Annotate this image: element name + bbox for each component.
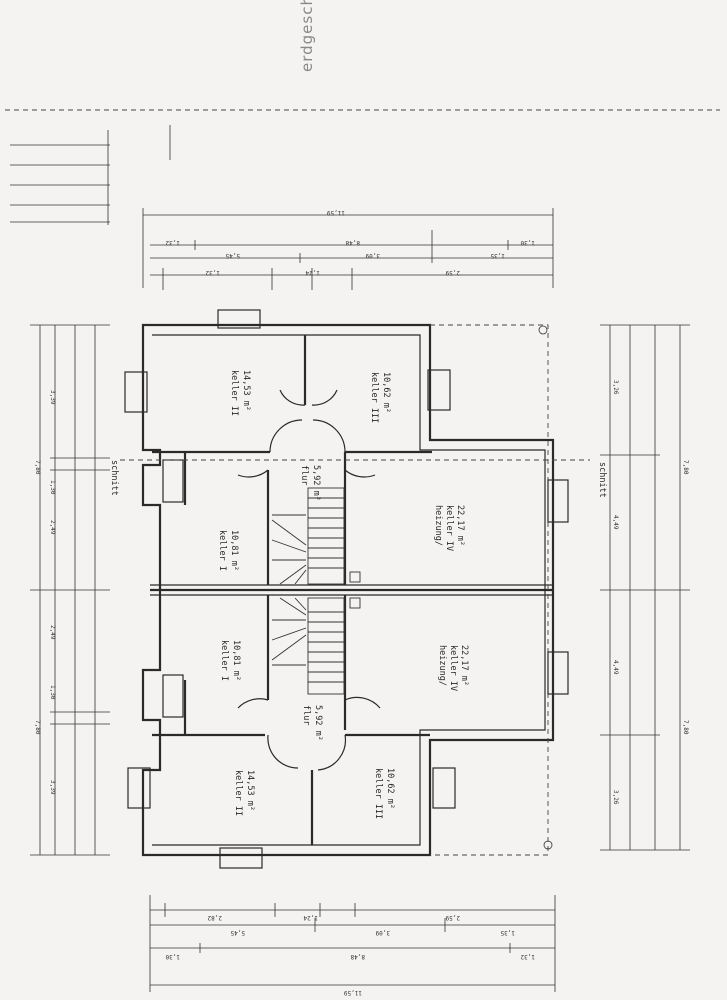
room-flur-bottom: flur 5,92 m² — [301, 705, 323, 741]
terrace-outline — [430, 324, 549, 856]
dim-top-small-1: 1,32 — [205, 269, 220, 276]
room-keller-iii-top: keller III 10,62 m² — [369, 372, 391, 423]
room-name: keller III — [373, 768, 383, 819]
room-name-1: heizung/ — [437, 645, 447, 686]
room-flur-top: flur 5,92 m² — [299, 465, 321, 501]
room-area: 22,17 m² — [459, 645, 469, 686]
right-dimensions: 7,80 7,80 3,26 4,49 4,49 3,26 — [600, 324, 690, 851]
room-name-2: keller IV — [444, 505, 454, 551]
room-area: 14,53 m² — [241, 370, 251, 411]
room-name-1: heizung/ — [433, 505, 443, 546]
dim-right-part-4: 3,26 — [612, 790, 619, 805]
downpipe-top — [538, 325, 548, 335]
section-label-right: schnitt — [597, 462, 607, 498]
dim-bottom-mid-2: 8,48 — [350, 953, 365, 960]
dim-top-inner-3: 1,35 — [490, 252, 505, 259]
room-name: keller II — [229, 370, 239, 416]
windows — [124, 309, 569, 869]
room-area: 10,81 m² — [229, 530, 239, 571]
room-area: 5,92 m² — [311, 465, 321, 501]
dim-top-small-3: 1,24 — [305, 269, 320, 276]
door-swings — [237, 389, 381, 771]
room-area: 14,53 m² — [245, 770, 255, 811]
room-area: 22,17 m² — [455, 505, 465, 546]
room-keller-ii-bottom: keller II 14,53 m² — [233, 770, 255, 816]
dim-bottom-total: 11,59 — [344, 989, 362, 996]
dim-bottom-inner-2: 3,09 — [375, 929, 390, 936]
plan-title: erdgeschoß — [298, 0, 316, 72]
room-keller-iii-bottom: keller III 10,62 m² — [373, 768, 395, 819]
dim-bottom-mid-1: 1,30 — [165, 953, 180, 960]
room-labels: keller II 14,53 m² keller III 10,62 m² f… — [217, 370, 469, 819]
room-name: keller II — [233, 770, 243, 816]
dim-left-part-3: 2,49 — [49, 520, 56, 535]
room-area: 10,81 m² — [231, 640, 241, 681]
room-name: flur — [301, 705, 311, 725]
room-heizung-top: heizung/ keller IV 22,17 m² — [433, 505, 465, 551]
bottom-dimensions: 11,59 1,30 8,48 1,32 5,45 3,09 1,35 2,82… — [149, 895, 556, 996]
section-label-left: schnitt — [109, 460, 119, 496]
room-area: 10,62 m² — [381, 372, 391, 413]
dim-bottom-small-2: 1,24 — [303, 914, 318, 921]
room-name: keller III — [369, 372, 379, 423]
room-area: 5,92 m² — [313, 705, 323, 741]
dim-top-mid-1: 1,32 — [165, 239, 180, 246]
dim-bottom-small-3: 2,59 — [445, 914, 460, 921]
dim-top-inner-2: 3,09 — [365, 252, 380, 259]
dim-top-mid-2: 8,48 — [345, 239, 360, 246]
top-left-dimension-fragments — [10, 125, 171, 225]
room-keller-i-top: keller I 10,81 m² — [217, 530, 239, 571]
room-name: keller I — [219, 640, 229, 681]
dim-right-part-1: 3,26 — [612, 380, 619, 395]
room-area: 10,62 m² — [385, 768, 395, 809]
dim-right-total-2: 7,80 — [682, 720, 689, 735]
dim-top-inner-1: 5,45 — [225, 252, 240, 259]
dim-top-small-2: 2,59 — [445, 269, 460, 276]
dim-left-part-2: 1,30 — [49, 480, 56, 495]
dim-bottom-inner-1: 5,45 — [230, 929, 245, 936]
dim-left-part-5: 1,30 — [49, 685, 56, 700]
top-dimensions: 11,59 1,32 8,48 1,30 5,45 3,09 1,35 1,32… — [142, 208, 554, 290]
dim-left-total-2: 7,80 — [34, 720, 41, 735]
room-name: flur — [299, 465, 309, 485]
dim-left-total-1: 7,80 — [34, 460, 41, 475]
dim-left-part-6: 3,39 — [49, 780, 56, 795]
room-keller-i-bottom: keller I 10,81 m² — [219, 640, 241, 681]
dim-left-part-1: 3,39 — [49, 390, 56, 405]
dim-top-mid-3: 1,30 — [520, 239, 535, 246]
dim-bottom-inner-3: 1,35 — [500, 929, 515, 936]
dim-left-part-4: 2,49 — [49, 625, 56, 640]
downpipe-bottom — [543, 840, 553, 850]
dim-right-total-1: 7,80 — [682, 460, 689, 475]
building-walls — [141, 323, 555, 857]
room-keller-ii-top: keller II 14,53 m² — [229, 370, 251, 416]
dim-right-part-3: 4,49 — [612, 660, 619, 675]
dim-bottom-mid-3: 1,32 — [520, 953, 535, 960]
room-name: keller I — [217, 530, 227, 571]
room-heizung-bottom: heizung/ keller IV 22,17 m² — [437, 645, 469, 691]
room-name-2: keller IV — [448, 645, 458, 691]
stairs-top — [271, 487, 361, 585]
dim-bottom-small-1: 2,82 — [207, 914, 222, 921]
left-dimensions: 7,80 7,80 3,39 1,30 2,49 2,49 1,30 3,39 — [30, 324, 110, 856]
dim-right-part-2: 4,49 — [612, 515, 619, 530]
stairs-bottom — [271, 597, 361, 695]
dim-top-total: 11,59 — [327, 209, 345, 216]
